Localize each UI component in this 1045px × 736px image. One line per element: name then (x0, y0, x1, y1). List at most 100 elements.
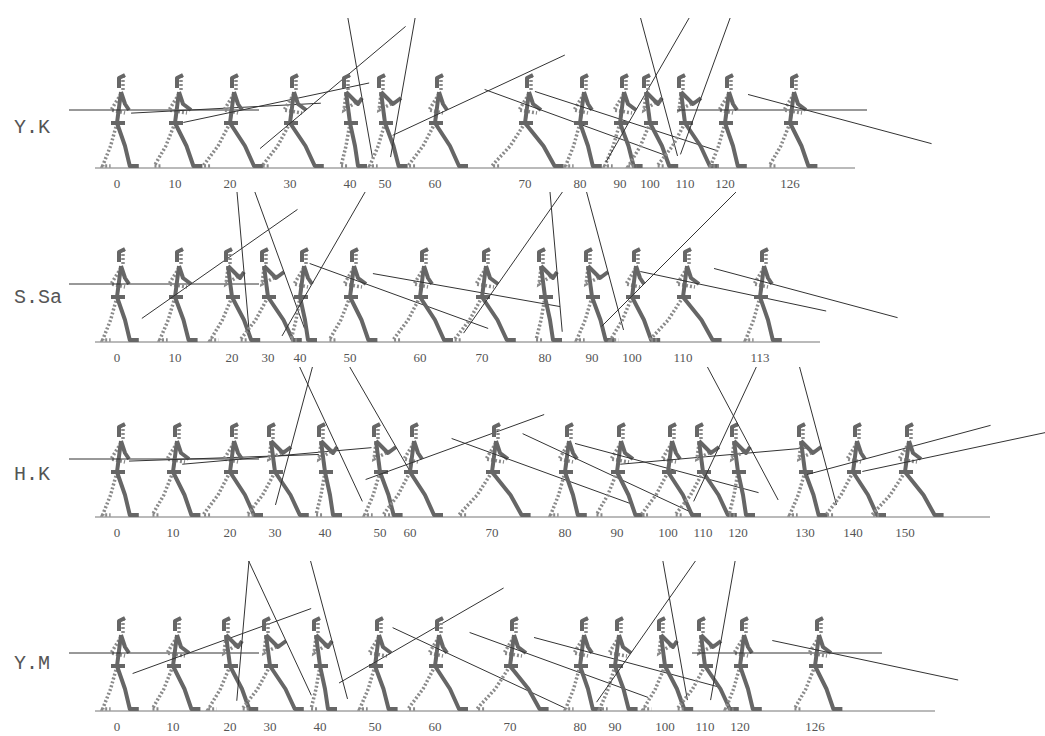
limb-near (177, 635, 189, 653)
limb-near (636, 266, 644, 284)
frame-number: 110 (693, 526, 712, 539)
limb-far (370, 123, 385, 166)
weapon-line (237, 192, 249, 332)
weapon-line (597, 561, 696, 702)
limb-near (853, 441, 857, 472)
limb-near (410, 472, 443, 515)
limb-near (588, 266, 608, 278)
limb-near (634, 249, 640, 262)
limb-far (208, 666, 230, 709)
ground-line (95, 710, 935, 711)
weapon-line (260, 26, 406, 148)
limb-near (325, 472, 342, 515)
limb-near (117, 92, 121, 123)
limb-near (117, 472, 139, 515)
limb-near (294, 92, 306, 110)
limb-far (152, 472, 173, 515)
limb-near (271, 441, 291, 453)
stick-figure (535, 75, 716, 166)
weapon-line (550, 192, 562, 332)
limb-near (121, 635, 129, 653)
weapon-line (282, 192, 365, 336)
limb-near (492, 441, 496, 472)
frame-number: 100 (622, 351, 642, 364)
stick-figure (707, 367, 778, 515)
weapon-line (237, 561, 249, 701)
limb-near (687, 266, 699, 284)
limb-far (240, 297, 268, 340)
stick-figure (640, 249, 826, 340)
limb-near (119, 249, 125, 262)
frame-number: 0 (114, 720, 121, 733)
subject-name: S.Sa (14, 288, 62, 308)
limb-near (290, 123, 324, 166)
limb-near (615, 666, 638, 709)
limb-near (262, 249, 268, 262)
limb-far (152, 666, 173, 709)
limb-near (179, 266, 191, 284)
stick-figure (247, 367, 312, 515)
limb-near (801, 441, 821, 453)
limb-near (622, 75, 628, 88)
limb-near (226, 249, 232, 262)
limb-far (316, 472, 325, 515)
frame-number: 126 (805, 720, 825, 733)
stick-figure (393, 618, 565, 709)
limb-far (329, 297, 350, 340)
frame-number: 140 (843, 526, 863, 539)
frame-number: 80 (574, 720, 587, 733)
limb-near (234, 92, 242, 110)
limb-near (320, 666, 337, 709)
stick-figure (373, 249, 560, 340)
limb-far (566, 123, 580, 166)
limb-far (726, 666, 740, 709)
weapon-line (393, 55, 565, 135)
limb-near (905, 441, 909, 472)
frame-number: 60 (429, 720, 442, 733)
limb-far (677, 666, 705, 709)
limb-near (175, 618, 181, 631)
frame-number: 120 (730, 720, 750, 733)
ground-line (95, 341, 820, 342)
frame-number: 126 (780, 177, 800, 190)
limb-near (668, 441, 672, 472)
limb-near (699, 618, 705, 631)
limb-near (121, 441, 129, 459)
limb-near (482, 297, 516, 340)
weapon-line (142, 209, 298, 318)
limb-near (762, 249, 768, 262)
limb-near (177, 441, 189, 459)
limb-near (580, 123, 602, 166)
limb-near (119, 75, 125, 88)
limb-near (173, 472, 200, 515)
subject-name: Y.M (14, 654, 50, 674)
limb-near (672, 441, 680, 459)
limb-near (815, 666, 842, 709)
weapon-line (391, 18, 416, 157)
weapon-line (641, 18, 678, 156)
stick-figure (282, 192, 365, 340)
stick-figure (643, 561, 693, 709)
limb-far (247, 472, 275, 515)
limb-near (725, 123, 747, 166)
stick-figure (133, 609, 312, 709)
limb-near (685, 249, 691, 262)
frame-number: 113 (750, 351, 769, 364)
frame-number: 30 (269, 526, 282, 539)
stick-figure (366, 415, 545, 515)
limb-far (103, 297, 117, 340)
limb-far (262, 123, 290, 166)
limb-near (799, 424, 805, 437)
frame-number: 110 (695, 720, 714, 733)
frame-number: 0 (114, 177, 121, 190)
limb-near (760, 297, 782, 340)
stick-figure (748, 75, 932, 166)
limb-far (210, 297, 232, 340)
limb-near (410, 441, 414, 472)
stick-figure (862, 424, 1045, 515)
limb-near (292, 75, 298, 88)
weapon-line (772, 641, 958, 681)
limb-near (732, 424, 738, 437)
limb-near (619, 635, 631, 653)
frame-number: 0 (114, 351, 121, 364)
